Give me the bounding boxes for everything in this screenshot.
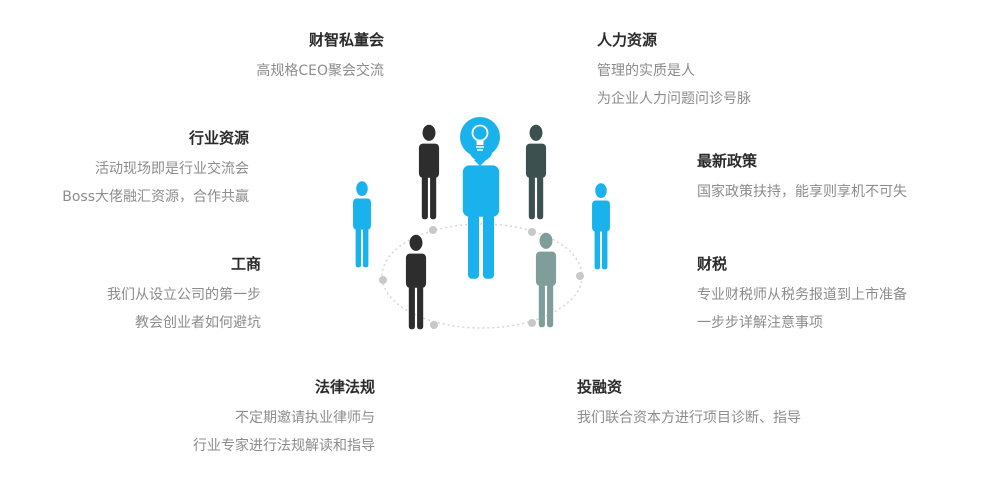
ring-dot [576,272,584,280]
block-gongshang: 工商 我们从设立公司的第一步 教会创业者如何避坑 [107,254,261,337]
block-title: 财税 [697,255,728,273]
person-icon [418,124,440,220]
block-line: 行业专家进行法规解读和指导 [193,438,375,454]
ring-dot [379,276,387,284]
ring-dots [379,226,584,329]
block-line: 教会创业者如何避坑 [135,315,261,331]
block-falv: 法律法规 不定期邀请执业律师与 行业专家进行法规解读和指导 [193,377,375,460]
ring-dot [429,226,437,234]
block-touzi: 投融资 我们联合资本方进行项目诊断、指导 [577,377,801,432]
ring-dot [430,321,438,329]
ring-dot [528,319,536,327]
block-zhengce: 最新政策 国家政策扶持，能享则享机不可失 [697,151,907,206]
block-line: 我们从设立公司的第一步 [107,287,261,303]
block-line: 管理的实质是人 [597,63,695,79]
block-line: 一步步详解注意事项 [697,315,823,331]
ring-dot [528,228,536,236]
block-line: 专业财税师从税务报道到上市准备 [697,287,907,303]
block-line: 活动现场即是行业交流会 [95,161,249,177]
block-title: 法律法规 [314,378,375,396]
block-line: 国家政策扶持，能享则享机不可失 [697,184,907,200]
block-line: 为企业人力问题问诊号脉 [597,91,751,107]
person-icon [525,124,547,220]
block-line: Boss大佬融汇资源，合作共赢 [62,189,249,205]
block-line: 高规格CEO聚会交流 [256,63,384,79]
block-line: 不定期邀请执业律师与 [235,410,375,426]
person-icon [462,137,500,279]
block-caishui: 财税 专业财税师从税务报道到上市准备 一步步详解注意事项 [697,254,907,337]
person-icon [353,181,371,268]
block-title: 工商 [230,255,261,273]
person-icon [405,234,427,330]
person-icon [535,232,557,328]
block-line: 我们联合资本方进行项目诊断、指导 [577,410,801,426]
person-icon [592,183,610,270]
block-hangye: 行业资源 活动现场即是行业交流会 Boss大佬融汇资源，合作共赢 [62,128,249,211]
block-title: 人力资源 [597,31,658,49]
block-renli: 人力资源 管理的实质是人 为企业人力问题问诊号脉 [597,30,751,113]
block-title: 最新政策 [697,152,758,170]
lightbulb-icon [460,117,500,166]
block-title: 财智私董会 [308,31,384,49]
block-title: 行业资源 [188,129,249,147]
block-title: 投融资 [577,378,623,396]
block-caizhi: 财智私董会 高规格CEO聚会交流 [256,30,384,85]
